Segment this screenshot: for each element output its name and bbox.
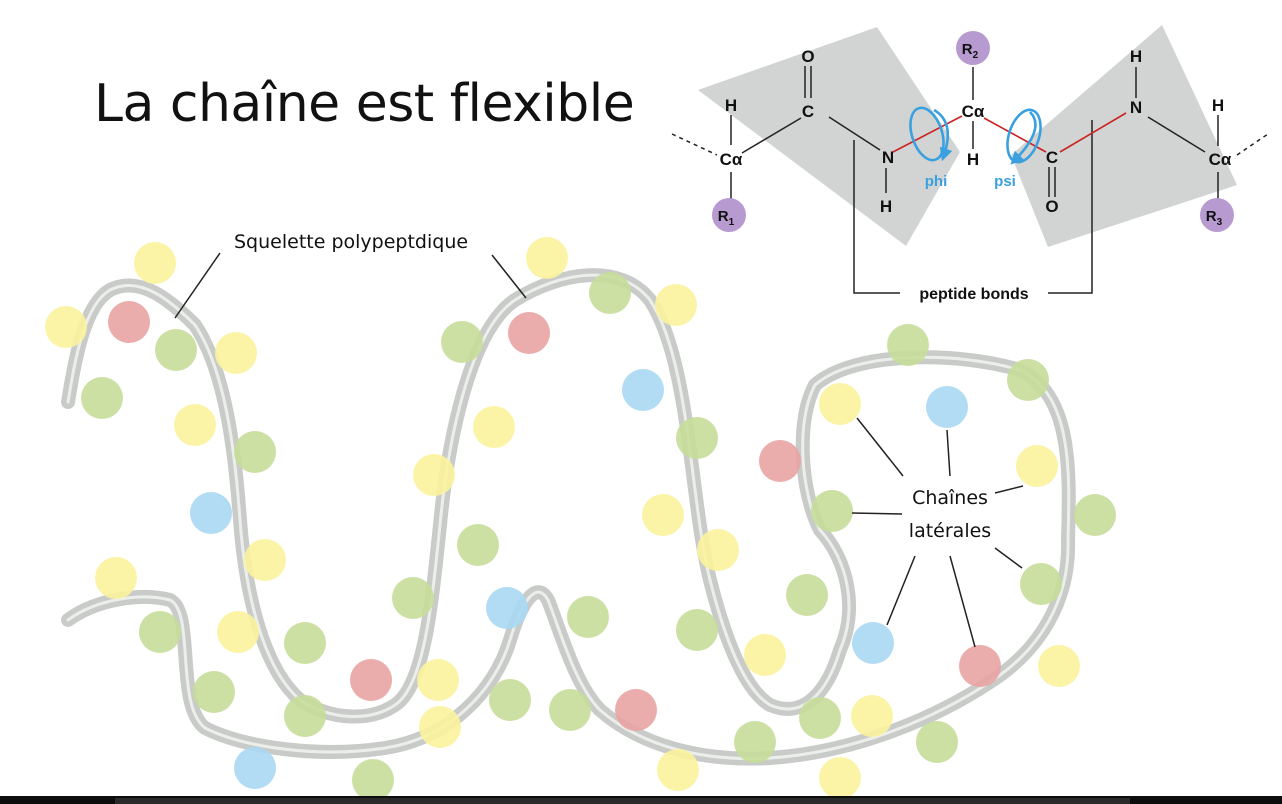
side-chain-dot: [819, 757, 861, 799]
side-chain-dot: [549, 689, 591, 731]
side-chain-dot: [786, 574, 828, 616]
side-chain-dot: [819, 383, 861, 425]
side-chain-dot: [45, 306, 87, 348]
side-chain-dot: [108, 301, 150, 343]
side-chain-dot: [244, 539, 286, 581]
side-chain-dot: [589, 272, 631, 314]
side-chain-dot: [234, 431, 276, 473]
side-chain-dot: [193, 671, 235, 713]
side-chain-dot: [887, 324, 929, 366]
side-chain-dot: [759, 440, 801, 482]
side-chain-dot: [392, 577, 434, 619]
side-chain-dot: [215, 332, 257, 374]
side-chain-dot: [926, 386, 968, 428]
side-chain-dot: [1074, 494, 1116, 536]
side-chain-dot: [174, 404, 216, 446]
oxygen-1: O: [801, 47, 814, 66]
side-chain-dot: [811, 490, 853, 532]
callout-lines: [174, 252, 1024, 648]
r-group-1: R1: [712, 198, 746, 232]
side-chain-dot: [799, 697, 841, 739]
side-chain-dot: [417, 659, 459, 701]
backbone-label: Squelette polypeptdique: [234, 231, 468, 253]
side-chain-dot: [1020, 563, 1062, 605]
r-group-3: R3: [1200, 198, 1234, 232]
side-chain-dot: [441, 321, 483, 363]
oxygen-2: O: [1045, 197, 1058, 216]
side-chain-dot: [676, 609, 718, 651]
side-chain-dot: [852, 622, 894, 664]
nitrogen-2: N: [1130, 98, 1142, 117]
side-chain-dot: [508, 312, 550, 354]
side-chain-dot: [851, 695, 893, 737]
side-chain-dot: [1007, 359, 1049, 401]
side-chain-dot: [489, 679, 531, 721]
peptide-bonds-label: peptide bonds: [919, 286, 1028, 303]
side-chain-dot: [234, 747, 276, 789]
side-chain-dot: [284, 622, 326, 664]
side-chain-dot: [81, 377, 123, 419]
side-chain-dot: [95, 557, 137, 599]
side-chain-dot: [1038, 645, 1080, 687]
side-chain-dot: [744, 634, 786, 676]
peptide-plane-left: [698, 27, 960, 246]
side-chain-dot: [473, 406, 515, 448]
side-chain-dot: [697, 529, 739, 571]
alpha-carbon-2: Cα: [962, 102, 985, 121]
side-chain-dot: [413, 454, 455, 496]
nitrogen-1: N: [882, 148, 894, 167]
side-chain-dot: [734, 721, 776, 763]
hydrogen-5: H: [1212, 96, 1224, 115]
peptide-bond-diagram: phi psi H Cα O C N H Cα H C O N H H Cα R…: [671, 25, 1269, 305]
side-chains-label-line1: Chaînes: [912, 487, 988, 509]
peptide-plane-right: [1011, 25, 1237, 247]
alpha-carbon-3: Cα: [1209, 150, 1232, 169]
side-chain-dot: [486, 587, 528, 629]
side-chain-dot: [622, 369, 664, 411]
side-chain-dot: [615, 689, 657, 731]
side-chains: [45, 237, 1116, 801]
svg-text:R1: R1: [718, 208, 735, 228]
side-chain-dot: [567, 596, 609, 638]
carbonyl-carbon-2: C: [1046, 148, 1058, 167]
side-chain-dot: [217, 611, 259, 653]
svg-text:R3: R3: [1206, 208, 1223, 228]
hydrogen-3: H: [967, 150, 979, 169]
alpha-carbon-1: Cα: [720, 150, 743, 169]
side-chain-dot: [419, 706, 461, 748]
carbonyl-carbon-1: C: [802, 102, 814, 121]
side-chain-dot: [190, 492, 232, 534]
r-group-2: R2: [956, 31, 990, 65]
side-chain-dot: [916, 721, 958, 763]
side-chain-dot: [139, 611, 181, 653]
slide-title: La chaîne est flexible: [94, 74, 635, 134]
side-chain-dot: [134, 242, 176, 284]
phi-label: phi: [925, 173, 948, 190]
side-chain-dot: [350, 659, 392, 701]
hydrogen-2: H: [880, 197, 892, 216]
side-chain-dot: [676, 417, 718, 459]
side-chains-label-line2: latérales: [909, 520, 991, 542]
side-chain-dot: [352, 759, 394, 801]
side-chain-dot: [657, 749, 699, 791]
side-chain-dot: [526, 237, 568, 279]
hydrogen-1: H: [725, 96, 737, 115]
side-chain-dot: [655, 284, 697, 326]
side-chain-dot: [284, 695, 326, 737]
side-chain-dot: [959, 645, 1001, 687]
hydrogen-4: H: [1130, 47, 1142, 66]
svg-text:R2: R2: [962, 41, 979, 61]
side-chain-dot: [457, 524, 499, 566]
psi-label: psi: [994, 173, 1016, 190]
side-chain-dot: [155, 329, 197, 371]
side-chain-dot: [642, 494, 684, 536]
side-chain-dot: [1016, 445, 1058, 487]
video-progress-bar[interactable]: [0, 796, 1282, 804]
